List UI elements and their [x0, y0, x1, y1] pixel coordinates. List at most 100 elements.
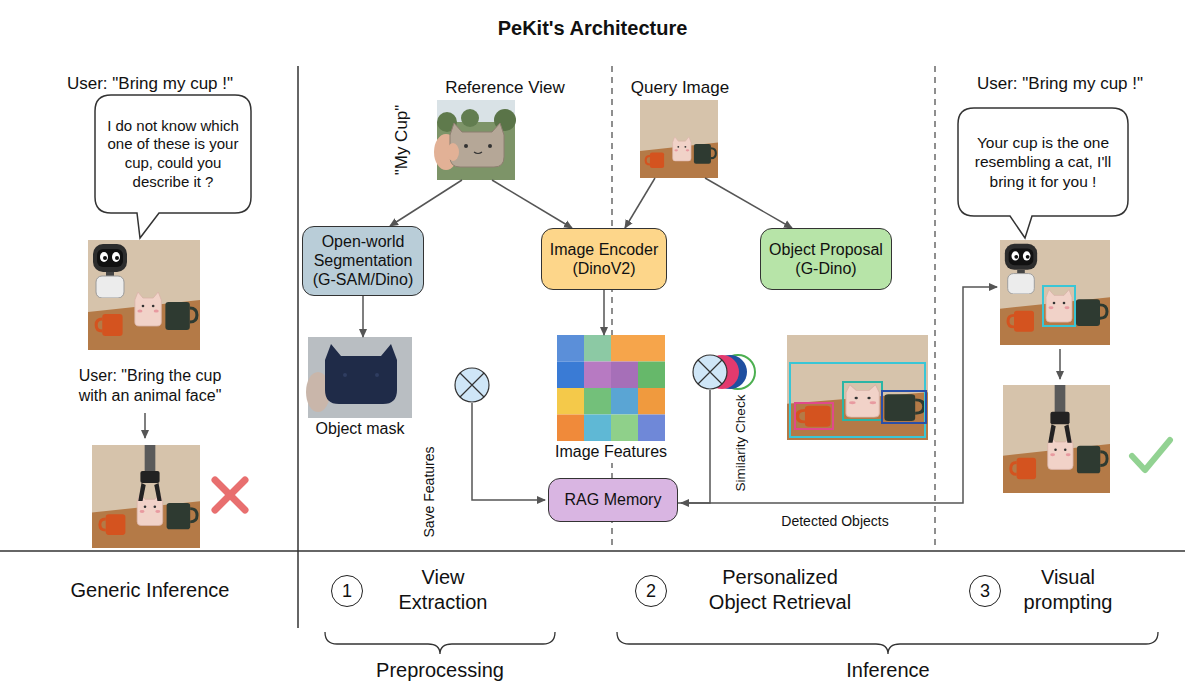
detection-photo — [795, 403, 833, 429]
personalized-robot-photo — [1000, 240, 1110, 345]
connector-arrow — [390, 180, 462, 226]
divider-lines — [0, 550, 1185, 552]
node-text: 2 — [646, 581, 656, 602]
reference-photo — [434, 100, 516, 180]
mask-photo — [375, 373, 379, 377]
step-number: 1 — [331, 575, 363, 607]
reference-photo — [488, 144, 492, 148]
success-check — [1132, 440, 1170, 470]
text-label: User: "Bring my cup !" — [67, 73, 233, 94]
success-check — [1132, 440, 1170, 470]
divider-lines — [934, 66, 935, 548]
detection-photo — [882, 391, 926, 423]
reference-photo-frame: Reference View — [440, 76, 570, 180]
text-label: Detected Objects — [781, 513, 888, 531]
wrong-mark — [215, 480, 245, 510]
generic-robot-photo — [88, 240, 200, 350]
node-text: Reference View — [440, 76, 570, 100]
text-stack: 2 — [646, 581, 656, 602]
generic-robot-photo — [88, 240, 200, 350]
mask-photo — [306, 337, 412, 418]
node-text: Object mask — [305, 418, 415, 440]
feature-grid — [557, 415, 584, 442]
feature-grid — [611, 388, 638, 415]
feature-grid — [557, 388, 584, 415]
feature-grid — [611, 335, 638, 362]
wrong-mark — [215, 480, 245, 510]
photo-area — [305, 337, 415, 418]
mask-photo — [325, 344, 397, 404]
flow-arrows — [1059, 349, 1061, 379]
similarity-symbol — [693, 355, 727, 389]
feature-symbol — [460, 373, 484, 397]
divider-lines — [611, 66, 612, 548]
reference-photo — [474, 152, 482, 154]
text-stack: Image Encoder (DinoV2) — [547, 240, 661, 278]
speech-bubble: I do not know which one of these is your… — [95, 95, 251, 213]
generic-grasp-photo — [92, 445, 200, 548]
flow-arrows — [145, 287, 1060, 503]
generic-grasp-photo — [138, 445, 161, 501]
feature-symbol — [455, 368, 489, 402]
generic-robot-photo — [93, 244, 127, 298]
photo-area — [625, 100, 735, 178]
step-number: 3 — [969, 575, 1001, 607]
feature-grid — [557, 362, 584, 389]
text-stack: 3 — [980, 581, 990, 602]
mask-photo-frame: Object mask — [305, 337, 415, 440]
divider-lines — [297, 66, 299, 628]
node-text: Open-world Segmentation (G-SAM/Dino) — [308, 232, 418, 290]
connector-arrow — [705, 178, 792, 228]
text-stack: Your cup is the one resembling a cat, I'… — [966, 133, 1120, 191]
node-text: RAG Memory — [565, 490, 662, 509]
speech-bubble: Your cup is the one resembling a cat, I'… — [958, 108, 1128, 216]
text-label: Visual prompting — [1012, 565, 1124, 615]
text-label: Personalized Object Retrieval — [700, 565, 860, 615]
node-text: 3 — [980, 581, 990, 602]
detection-photo — [787, 335, 928, 440]
node-text: Your cup is the one resembling a cat, I'… — [966, 133, 1120, 191]
feature-grid — [638, 335, 665, 362]
node-text: Image Features — [551, 441, 671, 463]
personalized-grasp-photo — [1003, 385, 1110, 493]
feature-grid — [638, 362, 665, 389]
text-stack: RAG Memory — [565, 490, 662, 509]
text-stack: 1 — [342, 581, 352, 602]
process-box: Image Encoder (DinoV2) — [541, 228, 667, 290]
reference-photo — [464, 144, 468, 148]
text-label: Generic Inference — [71, 578, 230, 603]
process-box: Open-world Segmentation (G-SAM/Dino) — [302, 226, 424, 296]
node-text: Query Image — [625, 76, 735, 100]
personalized-grasp-photo — [1003, 385, 1110, 493]
reference-photo — [461, 109, 479, 127]
flow-arrows — [472, 403, 545, 500]
reference-photo — [450, 123, 504, 167]
detection-photo — [787, 335, 928, 440]
text-stack: Open-world Segmentation (G-SAM/Dino) — [308, 232, 418, 290]
text-label: View Extraction — [386, 565, 501, 615]
query-photo-frame: Query Image — [625, 76, 735, 178]
feature-grid-frame: Image Features — [551, 335, 671, 463]
similarity-symbol — [698, 360, 722, 384]
query-photo — [640, 100, 718, 178]
node-text: Object Proposal (G-Dino) — [766, 240, 886, 278]
phase-braces — [617, 632, 1158, 654]
personalized-robot-photo — [1005, 244, 1037, 294]
text-label: Inference — [846, 658, 929, 683]
photo-area — [551, 335, 671, 441]
flow-arrows — [681, 390, 710, 503]
photo-area — [440, 100, 570, 180]
vertical-label: "My Cup" — [391, 105, 412, 176]
flow-arrows — [144, 413, 146, 438]
feature-grid — [557, 335, 584, 362]
feature-grid — [638, 388, 665, 415]
similarity-symbol — [693, 355, 755, 389]
connector-arrow — [492, 180, 572, 228]
personalized-grasp-photo — [1048, 385, 1071, 443]
text-stack: Object Proposal (G-Dino) — [766, 240, 886, 278]
phase-braces — [325, 632, 555, 654]
step-number: 2 — [635, 575, 667, 607]
process-box: Object Proposal (G-Dino) — [760, 228, 892, 290]
reference-photo — [447, 143, 459, 161]
